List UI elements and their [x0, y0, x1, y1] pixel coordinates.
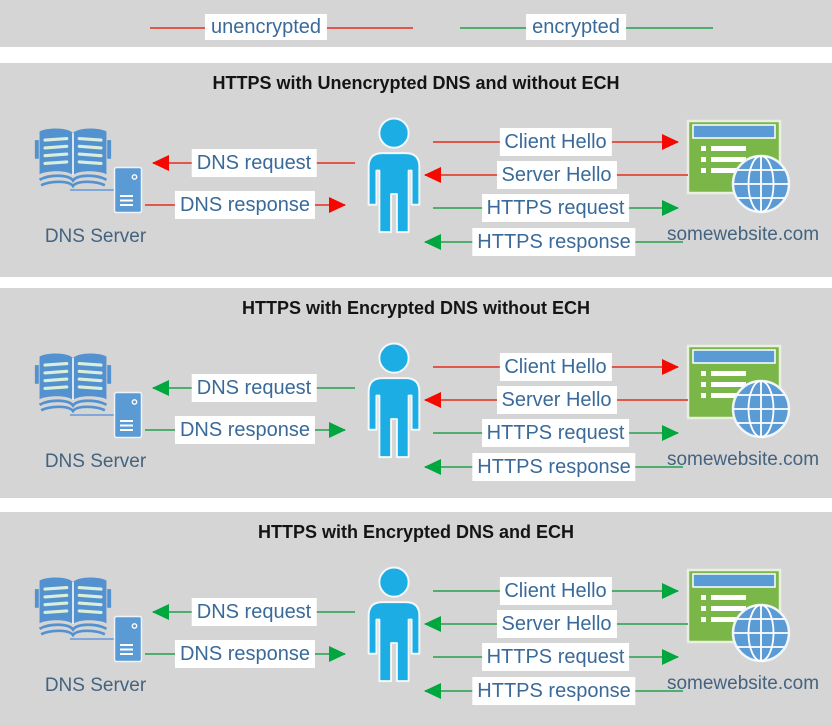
- arrow-label: DNS response: [174, 640, 316, 668]
- arrow-label: HTTPS request: [481, 194, 630, 222]
- server-icon: [113, 166, 143, 214]
- arrow-head-left-icon: [424, 392, 441, 408]
- legend-bar: unencrypted encrypted: [0, 0, 832, 47]
- server-icon: [113, 391, 143, 439]
- arrow-head-left-icon: [152, 604, 169, 620]
- arrow-label: DNS response: [174, 191, 316, 219]
- person-icon: [367, 342, 421, 459]
- server-icon: [113, 615, 143, 663]
- arrow-dns-response: DNS response: [145, 191, 346, 219]
- arrow-label: DNS request: [191, 149, 317, 177]
- arrow-https-response: HTTPS response: [424, 677, 683, 705]
- arrow-label: Client Hello: [499, 353, 612, 381]
- arrow-head-left-icon: [424, 616, 441, 632]
- arrow-label: Server Hello: [496, 610, 617, 638]
- arrow-label: HTTPS request: [481, 419, 630, 447]
- arrow-head-right-icon: [662, 583, 679, 599]
- scenario-panel: HTTPS with Encrypted DNS without ECH: [0, 288, 832, 498]
- arrow-head-right-icon: [662, 359, 679, 375]
- person-icon: [367, 117, 421, 234]
- arrow-head-right-icon: [329, 422, 346, 438]
- dns-book-icon: [34, 577, 112, 638]
- dns-server-label: DNS Server: [44, 226, 147, 247]
- legend-unencrypted-label: unencrypted: [204, 14, 328, 40]
- scenario-panel: HTTPS with Encrypted DNS and ECH: [0, 512, 832, 725]
- arrow-https-response: HTTPS response: [424, 453, 683, 481]
- arrow-server-hello: Server Hello: [424, 386, 688, 414]
- scenario-panel: HTTPS with Unencrypted DNS and without E…: [0, 63, 832, 277]
- arrow-head-left-icon: [152, 380, 169, 396]
- arrow-client-hello: Client Hello: [433, 353, 679, 381]
- arrow-https-request: HTTPS request: [433, 194, 679, 222]
- arrow-https-request: HTTPS request: [433, 419, 679, 447]
- arrow-label: HTTPS request: [481, 643, 630, 671]
- arrow-label: Server Hello: [496, 161, 617, 189]
- arrow-head-right-icon: [662, 425, 679, 441]
- dns-book-icon: [34, 128, 112, 189]
- arrow-label: HTTPS response: [472, 677, 636, 705]
- dns-server-label: DNS Server: [44, 451, 147, 472]
- book-server-connector: [70, 189, 115, 191]
- arrow-head-left-icon: [424, 683, 441, 699]
- arrow-https-request: HTTPS request: [433, 643, 679, 671]
- arrow-label: HTTPS response: [472, 228, 636, 256]
- website-label: somewebsite.com: [666, 673, 820, 694]
- dns-book-icon: [34, 353, 112, 414]
- arrow-dns-request: DNS request: [152, 598, 355, 626]
- arrow-head-right-icon: [662, 134, 679, 150]
- arrow-dns-response: DNS response: [145, 416, 346, 444]
- arrow-dns-response: DNS response: [145, 640, 346, 668]
- arrow-dns-request: DNS request: [152, 149, 355, 177]
- person-icon: [367, 566, 421, 683]
- book-server-connector: [70, 414, 115, 416]
- website-label: somewebsite.com: [666, 449, 820, 470]
- arrow-server-hello: Server Hello: [424, 610, 688, 638]
- arrow-head-right-icon: [329, 646, 346, 662]
- website-label: somewebsite.com: [666, 224, 820, 245]
- arrow-dns-request: DNS request: [152, 374, 355, 402]
- arrow-server-hello: Server Hello: [424, 161, 688, 189]
- dns-server-label: DNS Server: [44, 675, 147, 696]
- website-icon: [686, 119, 791, 214]
- panel-title: HTTPS with Encrypted DNS without ECH: [241, 298, 590, 318]
- arrow-client-hello: Client Hello: [433, 577, 679, 605]
- arrow-head-left-icon: [424, 167, 441, 183]
- arrow-label: Client Hello: [499, 128, 612, 156]
- arrow-client-hello: Client Hello: [433, 128, 679, 156]
- arrow-head-right-icon: [662, 649, 679, 665]
- website-icon: [686, 344, 791, 439]
- legend-encrypted-label: encrypted: [526, 14, 626, 40]
- arrow-head-right-icon: [329, 197, 346, 213]
- arrow-label: HTTPS response: [472, 453, 636, 481]
- arrow-label: Server Hello: [496, 386, 617, 414]
- website-icon: [686, 568, 791, 663]
- arrow-https-response: HTTPS response: [424, 228, 683, 256]
- panel-title: HTTPS with Unencrypted DNS and without E…: [212, 73, 620, 93]
- arrow-head-right-icon: [662, 200, 679, 216]
- arrow-label: DNS request: [191, 374, 317, 402]
- panel-title: HTTPS with Encrypted DNS and ECH: [257, 522, 575, 542]
- arrow-head-left-icon: [424, 234, 441, 250]
- arrow-label: Client Hello: [499, 577, 612, 605]
- book-server-connector: [70, 638, 115, 640]
- arrow-head-left-icon: [424, 459, 441, 475]
- arrow-head-left-icon: [152, 155, 169, 171]
- arrow-label: DNS response: [174, 416, 316, 444]
- arrow-label: DNS request: [191, 598, 317, 626]
